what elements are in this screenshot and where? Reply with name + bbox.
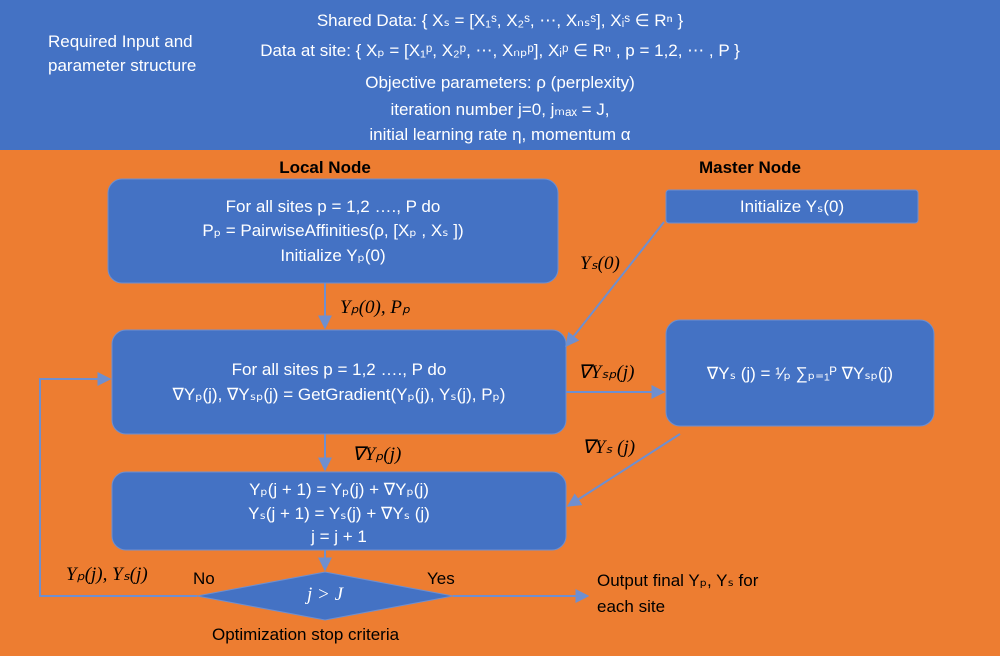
arrow-loop-no	[39, 372, 197, 597]
stop-criteria-label: Optimization stop criteria	[212, 625, 400, 644]
gradient-line-2: ∇Yₚ(j), ∇Yₛₚ(j) = GetGradient(Yₚ(j), Yₛ(…	[172, 385, 506, 404]
update-box	[111, 471, 567, 551]
update-line-3: j = j + 1	[311, 527, 367, 546]
arrow-aggregate-to-update	[566, 433, 681, 507]
edge-label-no: No	[193, 569, 215, 588]
edge-label-grad-s: ∇Yₛ (j)	[582, 437, 636, 458]
gradient-line-1: For all sites p = 1,2 …., P do	[231, 360, 447, 379]
local-init-line-1: For all sites p = 1,2 …., P do	[225, 197, 441, 216]
input-parameter-panel	[0, 0, 1000, 150]
master-init-box	[665, 189, 919, 224]
edge-label-loop: Yₚ(j), Yₛ(j)	[66, 564, 148, 585]
output-text: Output final Yₚ, Yₛ for each site	[597, 571, 759, 616]
local-init-box	[107, 178, 559, 284]
arrow-master-init-to-gradient	[565, 221, 665, 348]
edge-label-grad-p: ∇Yₚ(j)	[352, 444, 402, 465]
local-node-title: Local Node	[279, 158, 371, 177]
master-node-title: Master Node	[698, 158, 802, 177]
edge-label-ys0: Yₛ(0)	[580, 253, 620, 274]
local-init-line-2: Pₚ = PairwiseAffinities(ρ, [Xₚ , Xₛ ])	[202, 221, 464, 240]
shared-data-line: Shared Data: { Xₛ = [X₁ˢ, X₂ˢ, ⋯, Xₙₛˢ],…	[316, 11, 684, 30]
edge-label-yp0-pp: Yₚ(0), Pₚ	[340, 297, 411, 318]
aggregate-formula: ∇Yₛ (j) = ¹⁄ₚ ∑ₚ₌₁ᴾ ∇Yₛₚ(j)	[706, 364, 894, 383]
master-init-text: Initialize Yₛ(0)	[739, 197, 845, 216]
local-init-line-3: Initialize Yₚ(0)	[280, 246, 386, 265]
objective-parameters-line: Objective parameters: ρ (perplexity)	[365, 73, 635, 92]
learning-rate-line: initial learning rate η, momentum α	[369, 125, 631, 144]
update-line-2: Yₛ(j + 1) = Yₛ(j) + ∇Yₛ (j)	[248, 504, 430, 523]
gradient-box	[111, 329, 567, 435]
update-line-1: Yₚ(j + 1) = Yₚ(j) + ∇Yₚ(j)	[249, 480, 429, 499]
required-input-label: Required Input and parameter structure	[48, 32, 197, 75]
decision-text: j > J	[306, 584, 344, 605]
edge-label-yes: Yes	[427, 569, 455, 588]
site-data-line: Data at site: { Xₚ = [X₁ᵖ, X₂ᵖ, ⋯, Xₙₚᵖ]…	[260, 41, 740, 60]
edge-label-grad-sp: ∇Yₛₚ(j)	[578, 362, 635, 383]
iteration-number-line: iteration number j=0, jₘₐₓ = J,	[390, 100, 610, 119]
aggregate-box	[665, 319, 935, 427]
